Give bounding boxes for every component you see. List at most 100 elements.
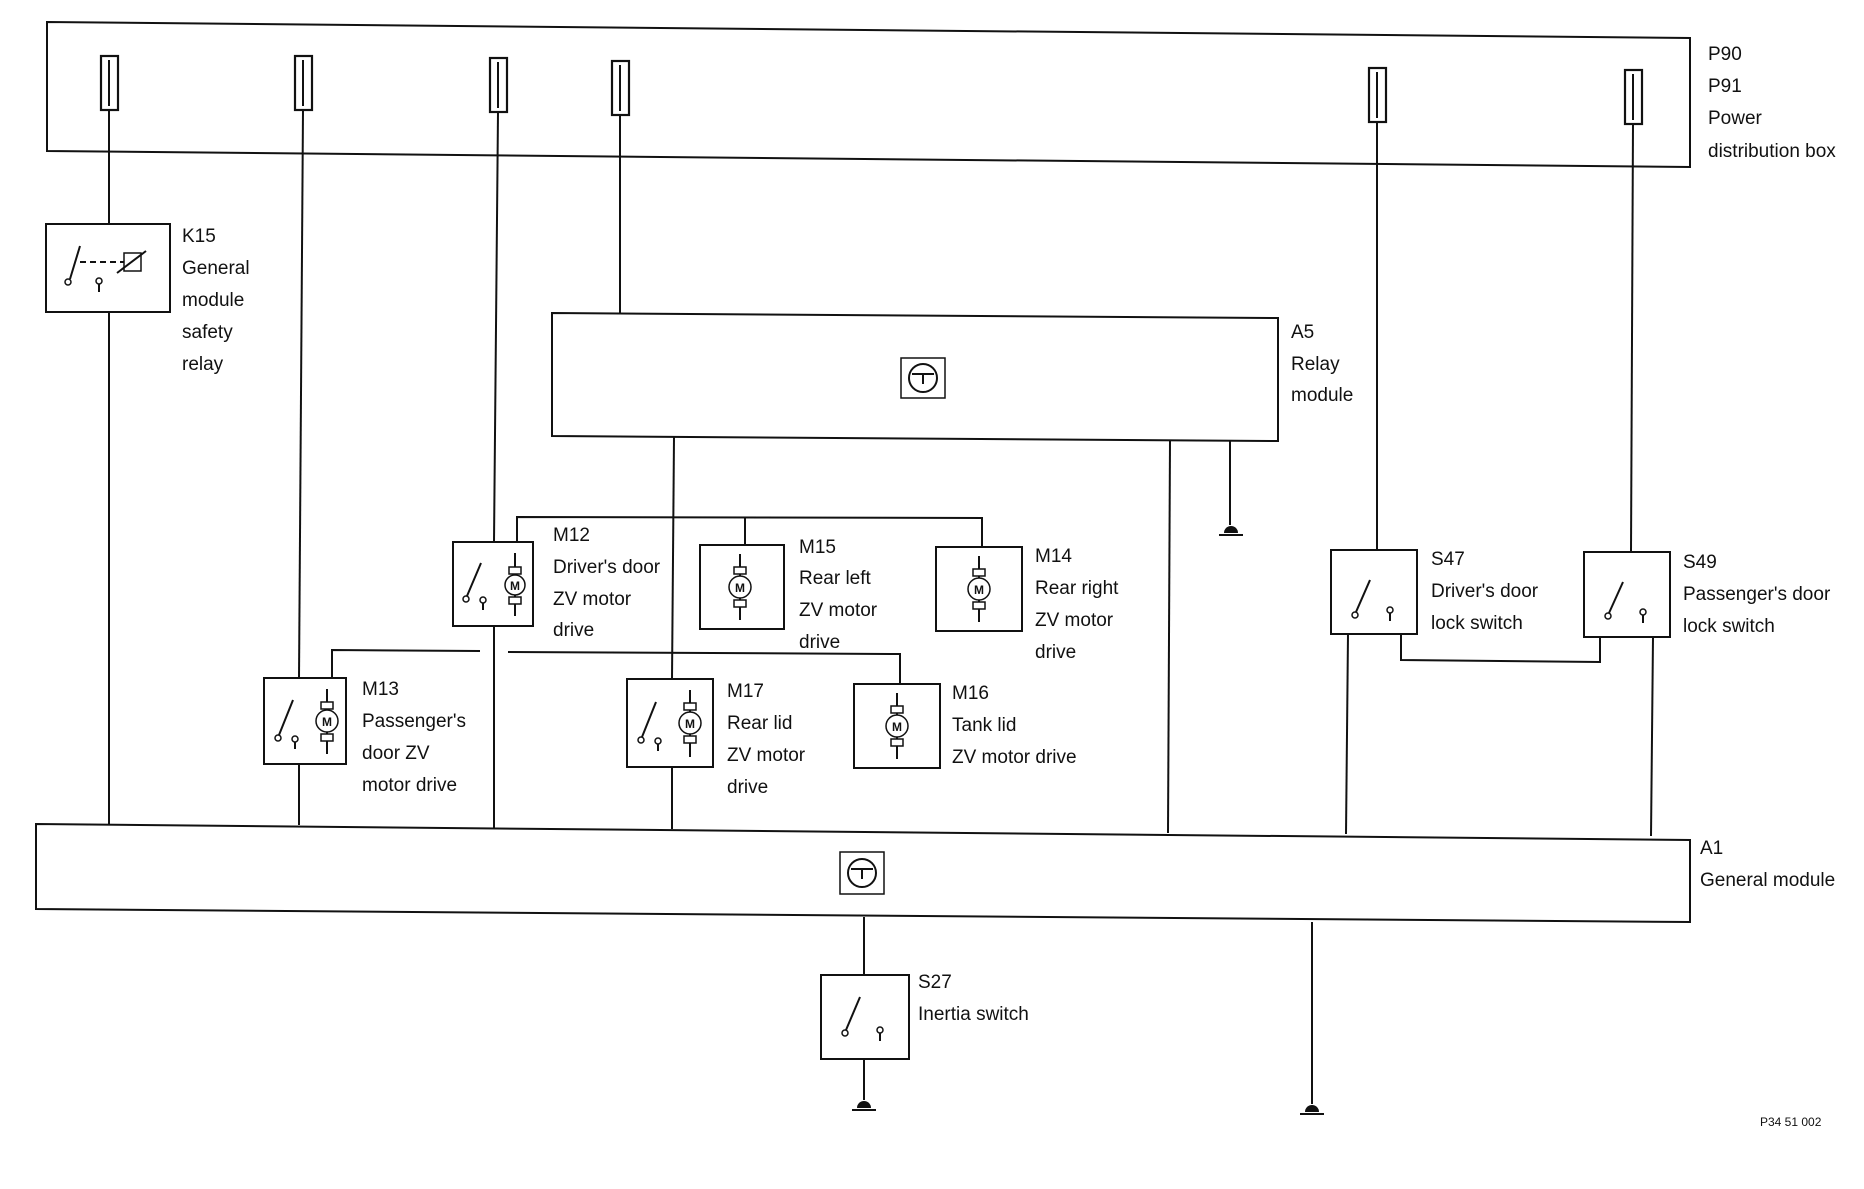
label-s27: S27 Inertia switch: [918, 972, 1029, 1025]
label-s49: S49 Passenger's door lock switch: [1683, 552, 1831, 637]
label-line: drive: [553, 620, 594, 641]
label-line: Inertia switch: [918, 1004, 1029, 1025]
label-line: lock switch: [1683, 616, 1775, 637]
label-m15: M15 Rear left ZV motor drive: [799, 537, 878, 653]
label-line: M14: [1035, 546, 1072, 567]
label-line: ZV motor: [1035, 610, 1114, 631]
m13-motor: M: [263, 677, 347, 765]
label-m13: M13 Passenger's door ZV motor drive: [362, 679, 466, 796]
label-line: ZV motor: [553, 589, 632, 610]
label-line: drive: [1035, 642, 1076, 663]
motor-icon: M: [728, 554, 752, 620]
label-m17: M17 Rear lid ZV motor drive: [727, 681, 806, 798]
motor-icon: M: [885, 693, 909, 759]
label-line: A5: [1291, 322, 1314, 343]
label-m16: M16 Tank lid ZV motor drive: [952, 683, 1077, 768]
label-pdb: P90 P91 Power distribution box: [1708, 44, 1836, 162]
ground-icon: [1300, 1105, 1324, 1115]
label-line: Rear left: [799, 568, 872, 589]
label-line: K15: [182, 226, 216, 247]
fuse-icon: [1623, 68, 1644, 126]
label-line: ZV motor drive: [952, 747, 1077, 768]
svg-text:M: M: [685, 717, 695, 731]
s49-switch: [1583, 551, 1671, 638]
label-line: M13: [362, 679, 399, 700]
label-line: safety: [182, 322, 233, 343]
label-line: distribution box: [1708, 141, 1836, 162]
label-line: drive: [727, 777, 768, 798]
fuse-icon: [99, 54, 120, 112]
fuse-icon: [293, 54, 314, 112]
switch-icon: [1351, 579, 1394, 621]
label-a1: A1 General module: [1700, 838, 1835, 891]
label-line: M16: [952, 683, 989, 704]
figure-reference: P34 51 002: [1760, 1115, 1822, 1129]
label-k15: K15 General module safety relay: [182, 226, 250, 375]
fuse-icon: [488, 56, 509, 114]
switch-icon: [1604, 581, 1647, 623]
relay-coil-switch-icon: [64, 245, 147, 292]
label-line: Driver's door: [553, 557, 661, 578]
label-a5: A5 Relay module: [1291, 322, 1353, 406]
fuse-icon: [610, 59, 631, 117]
svg-text:M: M: [892, 720, 902, 734]
switch-icon: [462, 562, 487, 610]
wiring: [108, 109, 1654, 1104]
label-line: Rear lid: [727, 713, 792, 734]
label-line: General: [182, 258, 250, 279]
label-line: Tank lid: [952, 715, 1016, 736]
ground-icon: [1219, 526, 1243, 536]
svg-text:M: M: [510, 579, 520, 593]
label-line: drive: [799, 632, 840, 653]
power-distribution-box: [46, 20, 1691, 169]
label-line: motor drive: [362, 775, 457, 796]
motor-icon: M: [504, 553, 526, 616]
svg-text:M: M: [735, 581, 745, 595]
fuse-icon: [1367, 66, 1388, 124]
label-line: ZV motor: [727, 745, 806, 766]
label-line: Passenger's door: [1683, 584, 1831, 605]
switch-icon: [841, 996, 884, 1041]
svg-text:M: M: [974, 583, 984, 597]
label-line: S27: [918, 972, 952, 993]
label-line: module: [1291, 385, 1353, 406]
m14-motor: M: [935, 546, 1023, 632]
label-line: lock switch: [1431, 613, 1523, 634]
k15-relay: [45, 223, 171, 313]
label-line: A1: [1700, 838, 1723, 859]
m15-motor: M: [699, 544, 785, 630]
switch-icon: [274, 699, 299, 749]
s27-switch: [820, 974, 910, 1060]
m17-motor: M: [626, 678, 714, 768]
label-m14: M14 Rear right ZV motor drive: [1035, 546, 1119, 663]
svg-text:M: M: [322, 715, 332, 729]
motor-icon: M: [315, 689, 339, 754]
label-line: M15: [799, 537, 836, 558]
m12-motor: M: [452, 541, 534, 627]
label-line: General module: [1700, 870, 1835, 891]
label-line: Rear right: [1035, 578, 1119, 599]
label-m12: M12 Driver's door ZV motor drive: [553, 525, 661, 641]
label-line: Driver's door: [1431, 581, 1539, 602]
label-line: Passenger's: [362, 711, 466, 732]
motor-icon: M: [678, 690, 702, 757]
label-line: M17: [727, 681, 764, 702]
control-unit-icon: [839, 851, 885, 895]
a5-relay-module: [551, 311, 1279, 443]
m16-motor: M: [853, 683, 941, 769]
label-line: M12: [553, 525, 590, 546]
label-line: relay: [182, 354, 224, 375]
ground-icon: [852, 1101, 876, 1111]
label-line: P90: [1708, 44, 1742, 65]
motor-icon: M: [967, 556, 991, 622]
label-line: Relay: [1291, 354, 1340, 375]
label-line: S49: [1683, 552, 1717, 573]
s47-switch: [1330, 549, 1418, 635]
control-unit-icon: [900, 357, 946, 399]
label-s47: S47 Driver's door lock switch: [1431, 549, 1539, 634]
label-line: P91: [1708, 76, 1742, 97]
label-line: module: [182, 290, 244, 311]
label-line: S47: [1431, 549, 1465, 570]
label-line: ZV motor: [799, 600, 878, 621]
